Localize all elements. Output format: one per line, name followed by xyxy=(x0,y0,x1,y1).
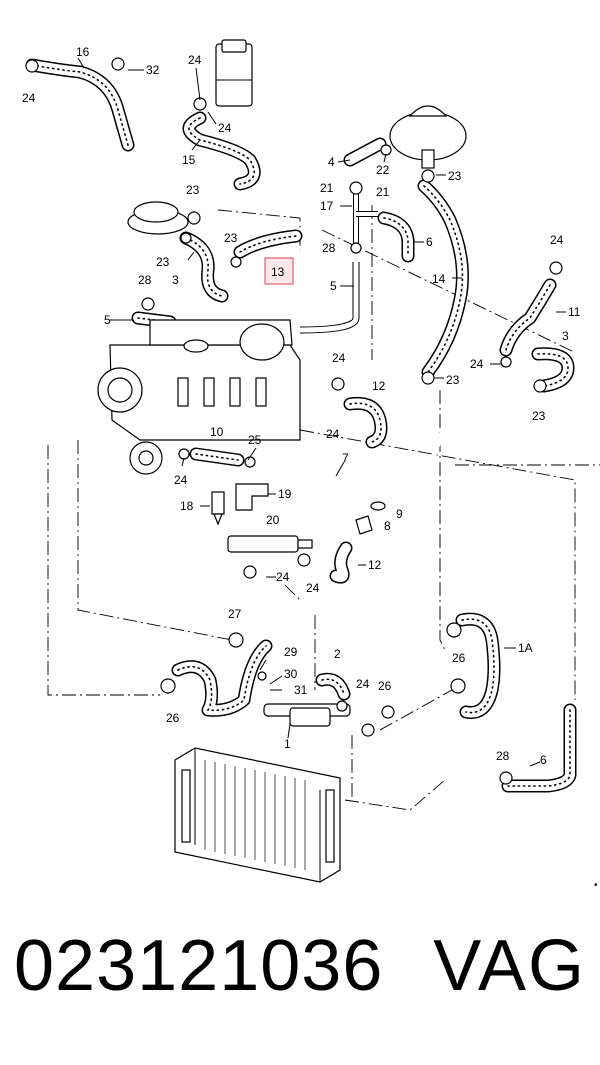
callout-5: 5 xyxy=(104,313,111,327)
bolt-8 xyxy=(355,515,373,535)
flange-9 xyxy=(370,501,386,511)
hose-6-lower xyxy=(501,703,577,793)
callout-32: 32 xyxy=(146,63,160,77)
callout-12: 12 xyxy=(372,379,386,393)
brand-label: VAG xyxy=(433,926,586,1006)
parts xyxy=(25,39,563,883)
callout-24: 24 xyxy=(356,677,370,691)
hose-clamps xyxy=(25,57,563,785)
callout-23: 23 xyxy=(156,255,170,269)
callout-7: 7 xyxy=(342,451,349,465)
callout-20: 20 xyxy=(266,513,280,527)
callout-13-highlighted: 13 xyxy=(271,265,285,279)
callout-23: 23 xyxy=(446,373,460,387)
hose-2 xyxy=(315,672,351,701)
part-number: 023121036 xyxy=(14,926,384,1006)
callout-24: 24 xyxy=(188,53,202,67)
hose-10 xyxy=(189,447,245,467)
expansion-tank xyxy=(389,105,467,169)
callout-24: 24 xyxy=(326,427,340,441)
callout-30: 30 xyxy=(284,667,298,681)
callout-leaders xyxy=(77,57,566,767)
callout-17: 17 xyxy=(320,199,334,213)
callout-24: 24 xyxy=(276,570,290,584)
callout-31: 31 xyxy=(294,683,308,697)
callout-24: 24 xyxy=(550,233,564,247)
callout-26: 26 xyxy=(378,679,392,693)
leader-lines xyxy=(47,205,600,811)
callout-28: 28 xyxy=(138,273,152,287)
callout-19: 19 xyxy=(278,487,292,501)
callout-26: 26 xyxy=(166,711,180,725)
callout-23: 23 xyxy=(448,169,462,183)
callout-1A: 1A xyxy=(518,641,533,655)
callout-27: 27 xyxy=(228,607,242,621)
callout-6: 6 xyxy=(540,753,547,767)
callout-24: 24 xyxy=(470,357,484,371)
callout-15: 15 xyxy=(182,153,196,167)
callout-24: 24 xyxy=(22,91,36,105)
hose-6-upper xyxy=(377,211,415,263)
callout-10: 10 xyxy=(210,425,224,439)
callout-4: 4 xyxy=(328,155,335,169)
callout-24: 24 xyxy=(174,473,188,487)
callout-5: 5 xyxy=(330,279,337,293)
hose-14 xyxy=(417,179,469,379)
valve-20 xyxy=(227,535,313,553)
callout-24: 24 xyxy=(306,581,320,595)
hose-1A xyxy=(455,612,501,720)
hose-4 xyxy=(343,137,387,167)
corner-mark: • xyxy=(594,880,598,891)
callout-12: 12 xyxy=(368,558,382,572)
callout-23: 23 xyxy=(186,183,200,197)
pipe-1 xyxy=(263,703,351,727)
hose-16 xyxy=(25,58,135,152)
sensor-18 xyxy=(211,491,225,526)
t-piece-17 xyxy=(353,192,378,244)
hose-27-loop xyxy=(171,639,273,717)
hose-12-upper xyxy=(343,396,388,449)
callout-26: 26 xyxy=(452,651,466,665)
callout-21: 21 xyxy=(376,185,390,199)
radiator xyxy=(174,747,341,883)
callout-6: 6 xyxy=(426,235,433,249)
coolant-hose-exploded-diagram: 16 32 24 24 24 15 4 22 23 21 21 17 6 23 … xyxy=(22,39,600,883)
control-valve-unit xyxy=(215,39,253,107)
canister-top-left xyxy=(127,201,189,235)
callout-18: 18 xyxy=(180,499,194,513)
hose-3-right xyxy=(531,347,575,393)
callout-24: 24 xyxy=(332,351,346,365)
hose-13 xyxy=(233,229,303,259)
callout-16: 16 xyxy=(76,45,90,59)
callout-3: 3 xyxy=(562,329,569,343)
hose-15 xyxy=(182,111,261,191)
callout-29: 29 xyxy=(284,645,298,659)
bracket-19 xyxy=(235,483,269,511)
callout-22: 22 xyxy=(376,163,390,177)
hose-11 xyxy=(499,278,557,357)
callout-25: 25 xyxy=(248,433,262,447)
callout-1: 1 xyxy=(284,737,291,751)
pump-flange xyxy=(129,441,163,475)
highlight-box xyxy=(264,257,294,285)
engine-block xyxy=(97,319,301,441)
callout-labels: 16 32 24 24 24 15 4 22 23 21 21 17 6 23 … xyxy=(22,45,581,767)
callout-14: 14 xyxy=(432,272,446,286)
callout-28: 28 xyxy=(322,241,336,255)
hoses xyxy=(25,58,577,793)
callout-2: 2 xyxy=(334,647,341,661)
callout-11: 11 xyxy=(568,305,581,319)
callout-23: 23 xyxy=(532,409,546,423)
hose-12-lower xyxy=(329,541,353,584)
callout-8: 8 xyxy=(384,519,391,533)
callout-3: 3 xyxy=(172,273,179,287)
callout-24: 24 xyxy=(218,121,232,135)
callout-9: 9 xyxy=(396,507,403,521)
callout-28: 28 xyxy=(496,749,510,763)
callout-21: 21 xyxy=(320,181,334,195)
callout-23: 23 xyxy=(224,231,238,245)
hose-3-top xyxy=(179,231,229,303)
